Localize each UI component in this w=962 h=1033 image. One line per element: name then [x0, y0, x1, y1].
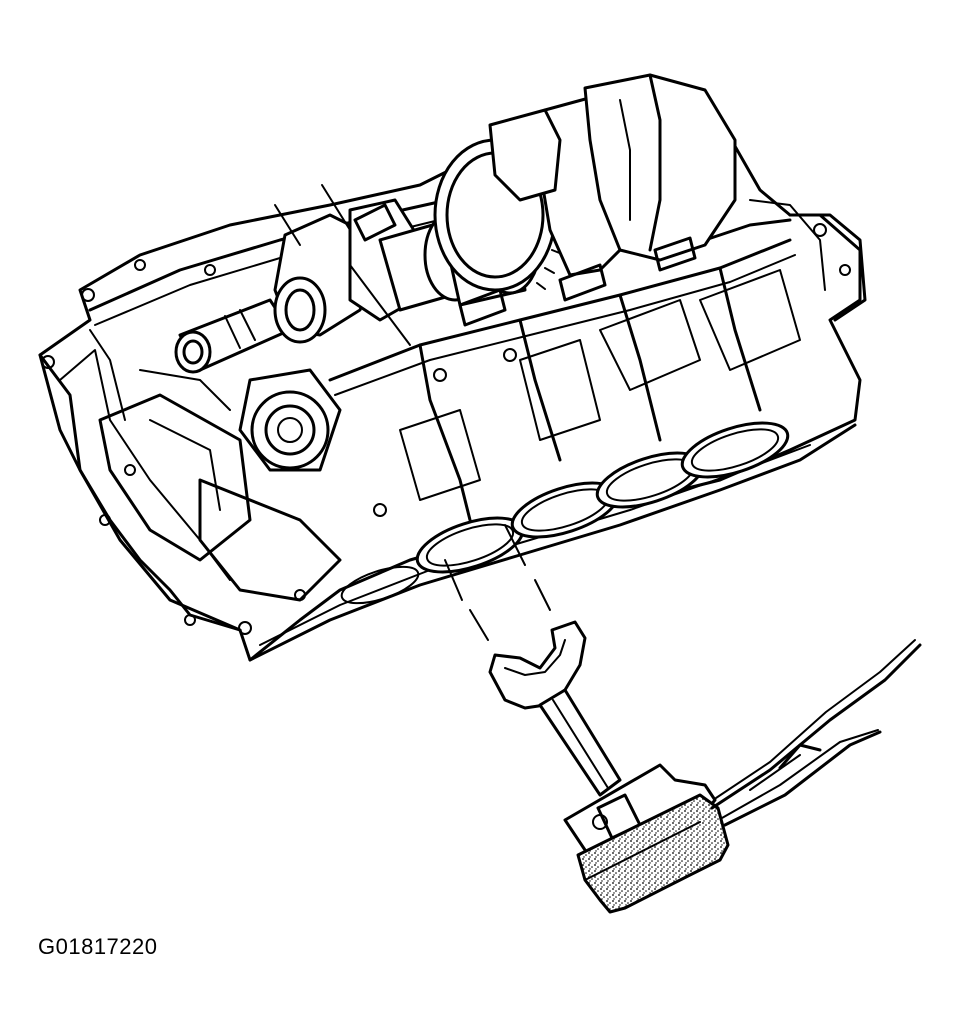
block-webs [399, 266, 801, 522]
cylinder-bores [340, 421, 790, 605]
crankshaft [174, 73, 737, 374]
installation-guide-lines [444, 524, 551, 641]
rear-flange [788, 213, 867, 322]
rod-big-end [488, 620, 587, 710]
piston [563, 763, 730, 914]
leader-lines [274, 184, 411, 346]
connecting-rod [488, 620, 622, 797]
block-front-face [38, 353, 242, 632]
piston-ring-compressor [576, 793, 730, 914]
main-bearing-caps [353, 203, 697, 327]
bolt-holes [41, 223, 851, 635]
front-seal-ring [250, 390, 330, 470]
pan-rail [88, 193, 472, 312]
figure-id-label: G01817220 [38, 934, 158, 959]
deck-lower-edge [248, 423, 857, 662]
rear-counterweights [488, 73, 737, 277]
ring-compressor-handle [710, 639, 922, 827]
